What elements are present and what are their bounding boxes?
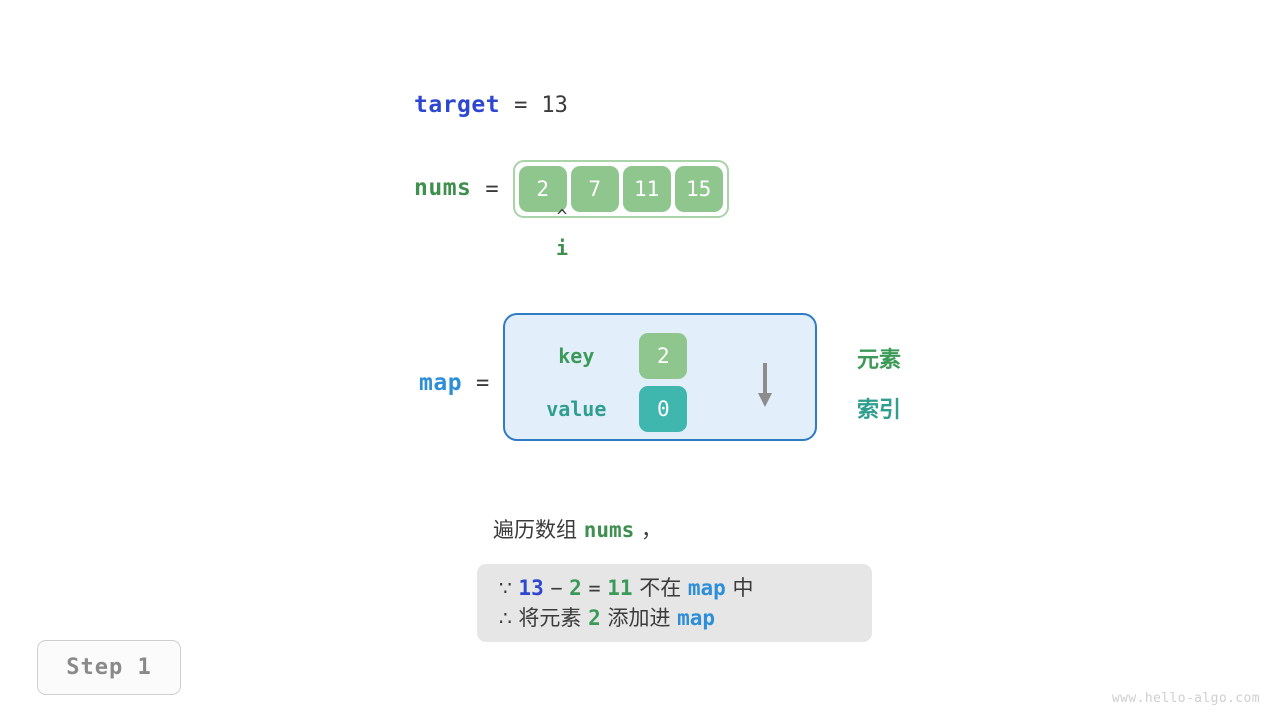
target-variable-label: target xyxy=(414,92,501,118)
reason-map-token: map xyxy=(677,606,716,630)
key-to-value-arrow-icon xyxy=(758,363,773,407)
map-label-group: map = xyxy=(419,312,489,442)
array-cell: 2 xyxy=(518,166,567,212)
target-value: 13 xyxy=(541,93,568,118)
reason-current-element: 2 xyxy=(569,576,582,600)
nums-array: 2 7 11 15 xyxy=(512,160,729,218)
reason-add-prefix: 将元素 xyxy=(518,606,582,630)
caption-token-nums: nums xyxy=(583,518,635,542)
reason-not-in-text: 不在 xyxy=(639,576,682,600)
reason-box: ∵ 13 − 2 = 11 不在 map 中 ∴ 将元素 2 添加进 map xyxy=(477,564,872,642)
target-equals-sign: = xyxy=(514,93,528,118)
array-cell: 15 xyxy=(674,166,723,212)
map-variable-label: map xyxy=(419,370,463,396)
map-key-label: key xyxy=(558,344,595,368)
caption-text: 遍历数组 nums ， xyxy=(493,514,662,544)
caption-suffix: ， xyxy=(640,518,662,542)
reason-line-2: ∴ 将元素 2 添加进 map xyxy=(499,603,850,633)
nums-assignment-row: nums = 2 7 11 15 xyxy=(414,160,729,218)
array-cell: 7 xyxy=(570,166,619,212)
map-value-label: value xyxy=(546,397,607,421)
side-note-element: 元素 xyxy=(857,348,902,373)
equals-operator: = xyxy=(588,576,601,600)
nums-variable-label: nums xyxy=(414,175,472,201)
because-symbol: ∵ xyxy=(499,576,512,600)
reason-complement-value: 11 xyxy=(607,576,633,600)
minus-operator: − xyxy=(550,576,563,600)
watermark: www.hello-algo.com xyxy=(1111,691,1260,706)
map-assignment-row: map = key 2 value 0 xyxy=(419,312,818,442)
map-value-row: value 0 xyxy=(539,386,688,432)
reason-add-middle: 添加进 xyxy=(607,606,671,630)
map-key-row: key 2 xyxy=(539,333,688,379)
therefore-symbol: ∴ xyxy=(499,606,512,630)
step-badge: Step 1 xyxy=(37,640,181,695)
reason-target-value: 13 xyxy=(518,576,544,600)
map-value-cell: 0 xyxy=(639,386,688,432)
map-equals-sign: = xyxy=(476,371,490,396)
reason-line1-tail: 中 xyxy=(732,576,754,600)
caption-prefix: 遍历数组 xyxy=(493,518,577,542)
reason-added-element: 2 xyxy=(588,606,601,630)
caret-icon: ^ xyxy=(556,206,568,227)
map-container: key 2 value 0 xyxy=(503,313,818,441)
reason-map-token: map xyxy=(687,576,726,600)
index-pointer-label: i xyxy=(555,236,569,260)
array-cell: 11 xyxy=(622,166,671,212)
nums-equals-sign: = xyxy=(485,176,499,202)
target-assignment-row: target = 13 xyxy=(414,92,568,118)
reason-line-1: ∵ 13 − 2 = 11 不在 map 中 xyxy=(499,573,850,603)
map-key-cell: 2 xyxy=(639,333,688,379)
index-pointer: ^ i xyxy=(538,208,586,262)
side-note-index: 索引 xyxy=(857,398,902,423)
